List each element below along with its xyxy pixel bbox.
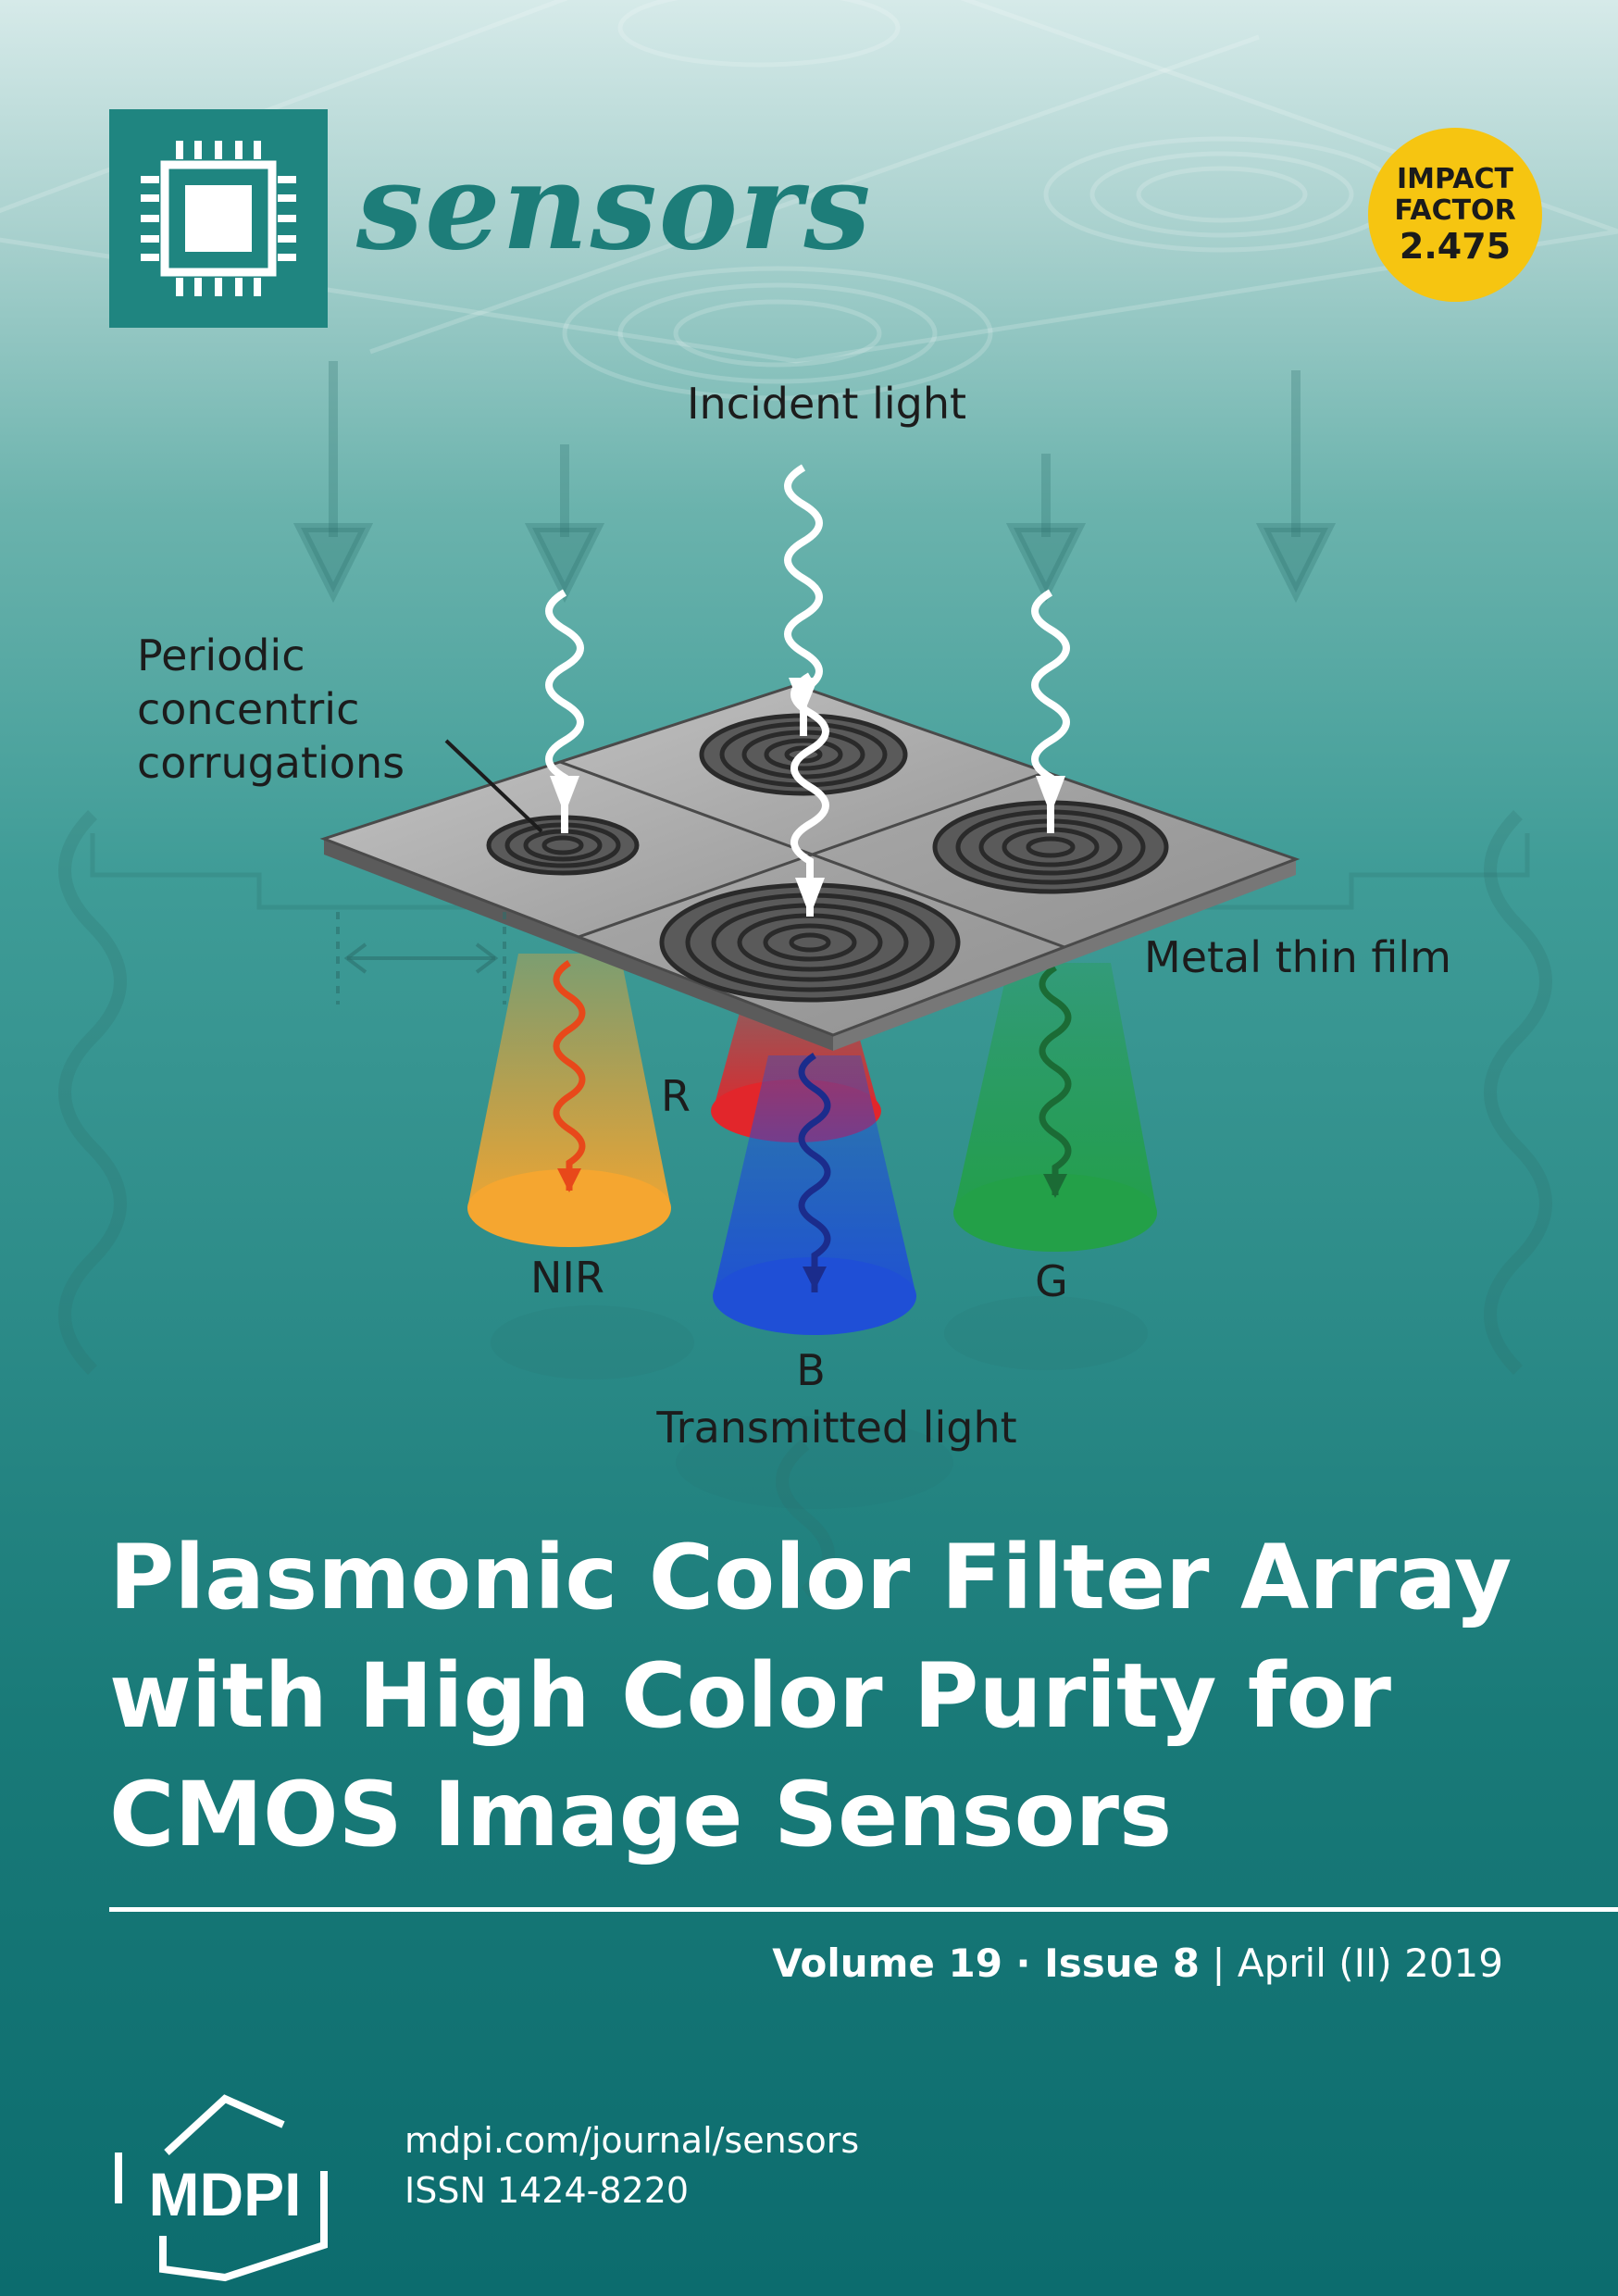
journal-url[interactable]: mdpi.com/journal/sensors: [404, 2120, 860, 2161]
blue-cone: [713, 1055, 916, 1335]
article-title-line1: Plasmonic Color Filter Array: [109, 1526, 1512, 1629]
divider-rule: [109, 1907, 1618, 1912]
mdpi-wordmark: MDPI: [149, 2160, 302, 2228]
green-cone: [953, 963, 1157, 1252]
incident-light-waves: [545, 464, 1070, 917]
dimension-marker: [336, 912, 506, 1004]
nir-cone: [467, 954, 671, 1247]
impact-factor-value: 2.475: [1399, 226, 1512, 267]
issue-pipe: |: [1200, 1940, 1238, 1986]
impact-label: IMPACT: [1397, 163, 1513, 195]
blue-label: B: [796, 1345, 826, 1395]
nir-label: NIR: [530, 1253, 604, 1303]
factor-label: FACTOR: [1394, 194, 1516, 227]
issn-text: ISSN 1424-8220: [404, 2170, 690, 2211]
mdpi-hexagon-icon: MDPI: [115, 2094, 328, 2282]
nir-wave: [553, 960, 586, 1191]
journal-name: sensors: [356, 138, 873, 277]
transmitted-light-label: Transmitted light: [655, 1403, 1016, 1453]
metal-thin-film-label: Metal thin film: [1144, 932, 1451, 982]
microchip-icon: [141, 141, 296, 296]
periodic-label-line1: Periodic: [137, 630, 305, 680]
periodic-label-line3: corrugations: [137, 738, 404, 788]
periodic-label-line2: concentric: [137, 684, 359, 734]
blue-wave: [798, 1053, 831, 1292]
incident-light-label: Incident light: [687, 379, 966, 429]
journal-logo: [109, 109, 328, 328]
volume-text: Volume 19: [772, 1940, 1002, 1986]
issue-separator: ·: [1002, 1940, 1045, 1986]
green-label: G: [1035, 1256, 1068, 1306]
red-label: R: [661, 1071, 691, 1121]
issue-date: April (II) 2019: [1237, 1940, 1503, 1986]
issue-info: Volume 19 · Issue 8 | April (II) 2019: [772, 1940, 1503, 1986]
green-wave: [1039, 965, 1072, 1195]
article-title-line2: with High Color Purity for: [109, 1644, 1391, 1748]
article-title-line3: CMOS Image Sensors: [109, 1763, 1173, 1866]
mdpi-logo: MDPI: [109, 2088, 341, 2282]
label-pointer-line: [444, 739, 543, 833]
impact-factor-badge: IMPACT FACTOR 2.475: [1368, 128, 1542, 302]
concentric-corrugations: [486, 713, 1169, 1003]
issue-number-text: Issue 8: [1044, 1940, 1200, 1986]
article-title: Plasmonic Color Filter Array with High C…: [109, 1518, 1553, 1874]
